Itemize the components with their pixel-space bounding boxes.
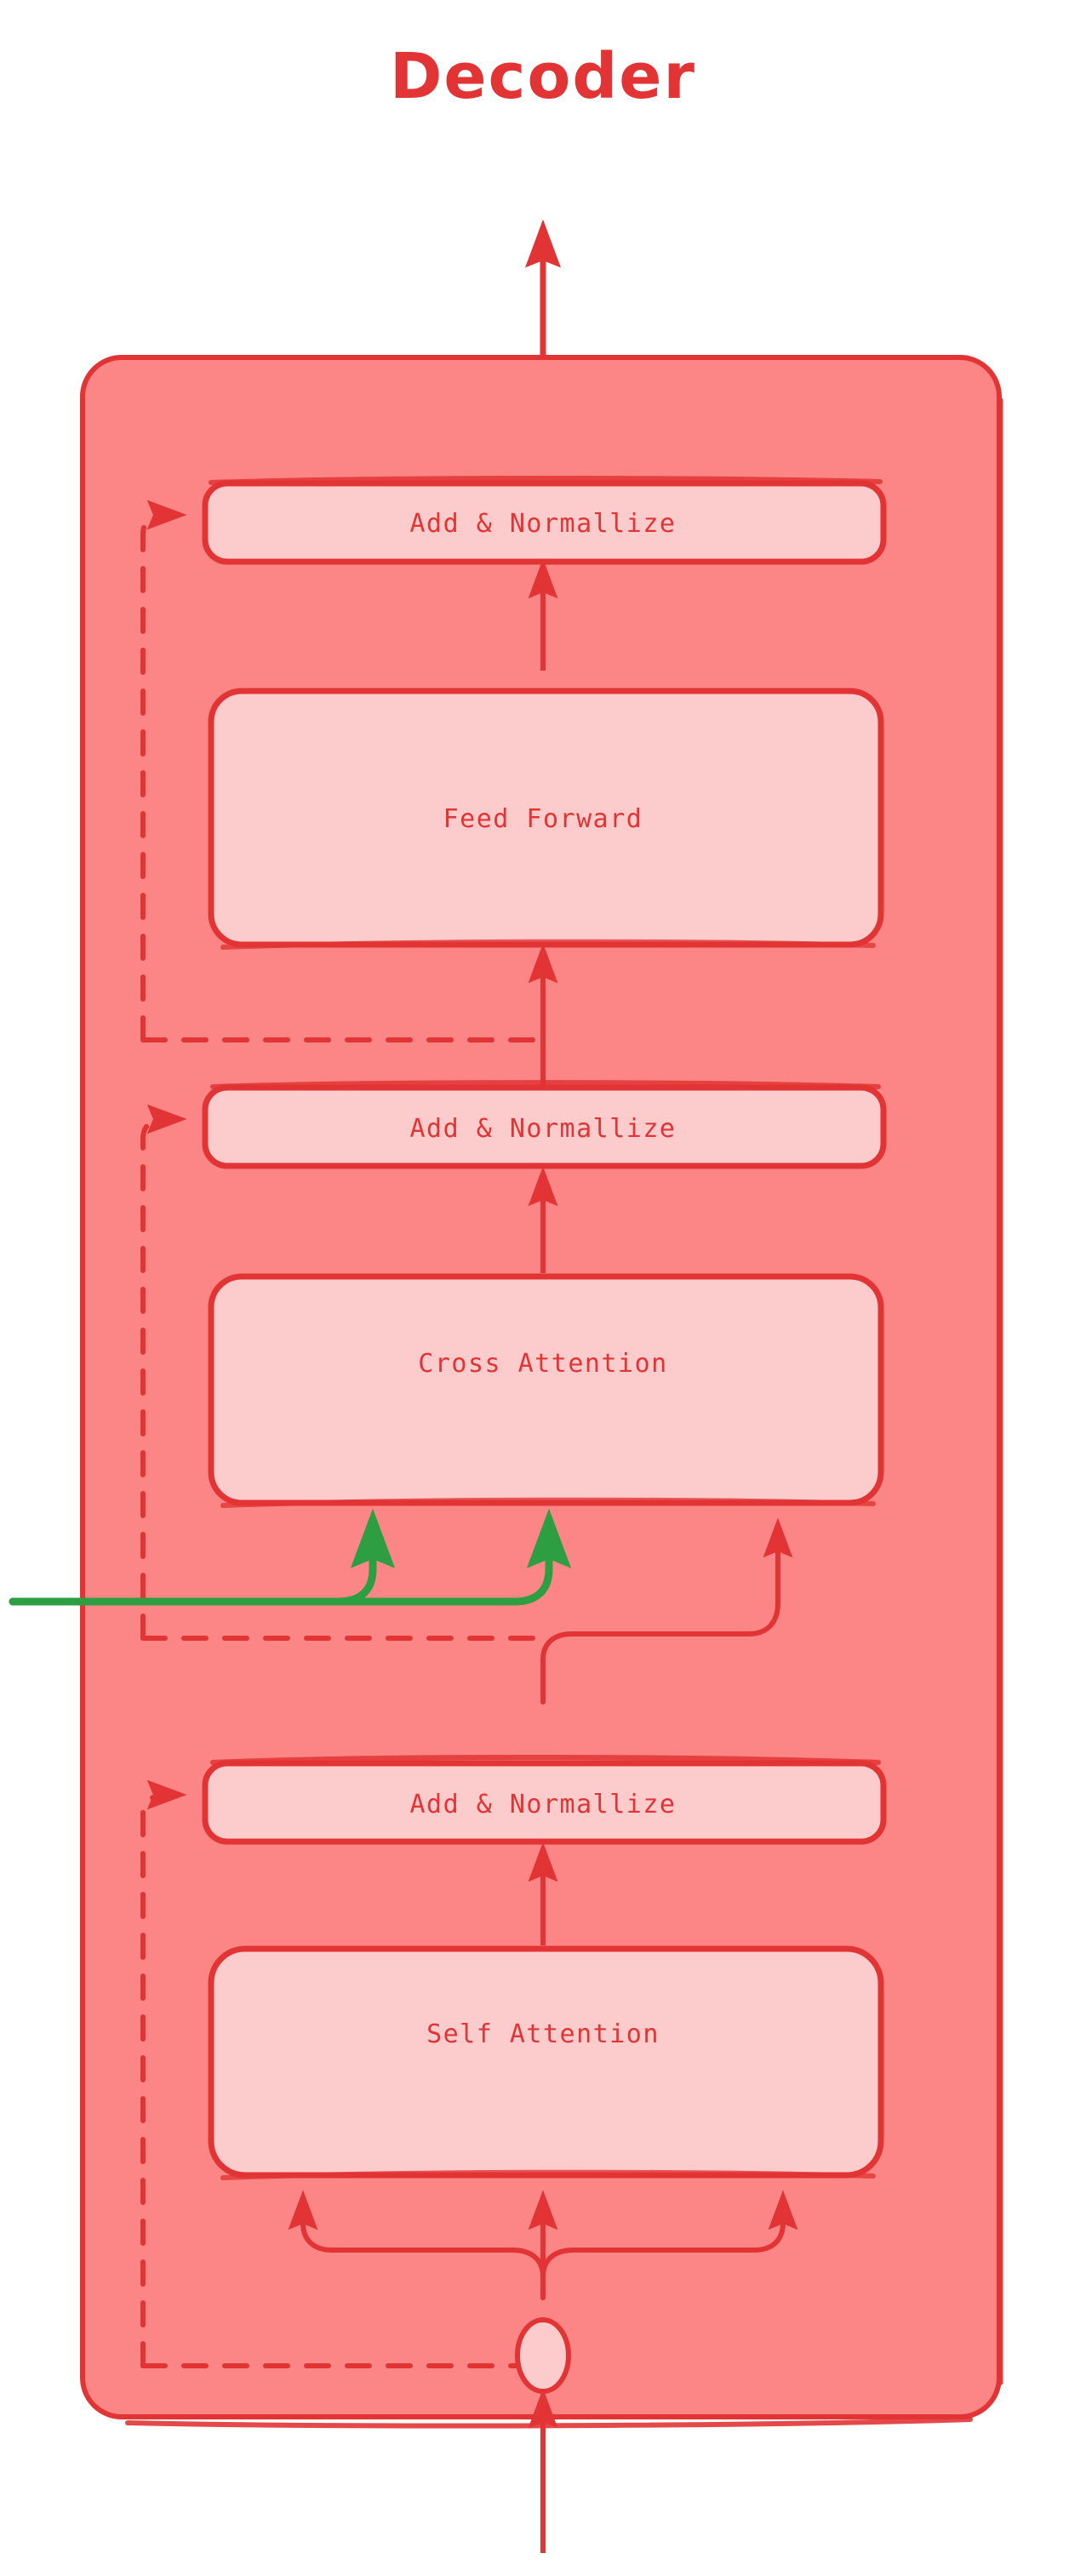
feed-forward-label: Feed Forward — [443, 804, 643, 834]
add-norm-top-label: Add & Normallize — [410, 509, 677, 539]
self-attention-sketch — [220, 2169, 876, 2180]
block-self-attention[interactable]: Self Attention — [208, 1945, 884, 2180]
add-norm-top-sketch — [209, 476, 883, 485]
residual-cross-path — [140, 1104, 187, 1641]
cross-attention-sketch — [220, 1497, 876, 1508]
add-norm-middle-sketch — [210, 1080, 881, 1089]
container-sketch-bottom — [125, 2417, 973, 2429]
page-title: Decoder — [390, 40, 696, 113]
feed-forward-sketch — [220, 939, 876, 950]
self-attention-label: Self Attention — [426, 2019, 660, 2049]
add-norm-middle-label: Add & Normallize — [410, 1114, 677, 1144]
block-cross-attention[interactable]: Cross Attention — [208, 1273, 884, 1508]
add-norm-bottom-sketch — [210, 1754, 881, 1765]
add-norm-middle-box[interactable] — [202, 1084, 887, 1169]
encoder-value-arrow — [9, 1508, 572, 1606]
cross-attention-label: Cross Attention — [418, 1349, 667, 1379]
block-add-norm-middle[interactable]: Add & Normallize — [202, 1080, 887, 1169]
add-norm-bottom-box[interactable] — [202, 1760, 887, 1845]
qkv-fanout — [288, 2190, 798, 2300]
add-norm-bottom-label: Add & Normallize — [410, 1790, 677, 1819]
query-arrow — [540, 1517, 793, 1705]
block-feed-forward[interactable]: Feed Forward — [208, 688, 884, 950]
qkv-left-arrow — [288, 2190, 546, 2300]
input-node-circle[interactable] — [515, 2317, 571, 2394]
cross-attention-box[interactable] — [208, 1273, 884, 1506]
block-add-norm-top[interactable]: Add & Normallize — [202, 476, 887, 565]
encoder-memory-flow — [9, 1508, 572, 1606]
residual-feedforward-path — [140, 500, 187, 1042]
self-attention-box[interactable] — [208, 1945, 884, 2179]
qkv-right-arrow — [540, 2190, 798, 2300]
residual-self-path — [140, 1779, 187, 2368]
input-node[interactable] — [515, 2317, 571, 2394]
block-add-norm-bottom[interactable]: Add & Normallize — [202, 1754, 887, 1845]
